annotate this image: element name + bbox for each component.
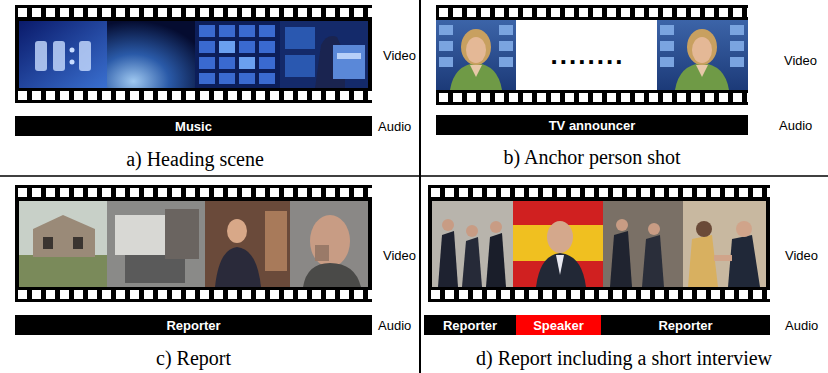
film-strip bbox=[15, 5, 372, 103]
track-source-text: Speaker bbox=[533, 318, 584, 333]
audio-track-bar: Speaker bbox=[516, 315, 601, 335]
track-source-text: Reporter bbox=[443, 318, 497, 333]
panel-caption: d) Report including a short interview bbox=[424, 347, 824, 370]
audio-track-bar: TV announcer bbox=[436, 115, 748, 135]
film-strip bbox=[15, 185, 372, 302]
track-label: Video bbox=[383, 48, 416, 63]
panel-caption: b) Anchor person shot bbox=[436, 146, 748, 169]
film-strip bbox=[428, 185, 770, 302]
film-strip bbox=[436, 5, 748, 105]
ellipsis-mark: ........ bbox=[520, 42, 655, 68]
track-label: Audio bbox=[785, 318, 818, 333]
divider-line bbox=[0, 175, 828, 177]
audio-track-bar: Music bbox=[15, 116, 372, 136]
audio-track-bar: Reporter bbox=[601, 315, 770, 335]
audio-track-bar: Reporter bbox=[15, 315, 372, 335]
audio-track-bar: Reporter bbox=[424, 315, 516, 335]
track-label: Audio bbox=[779, 118, 812, 133]
track-source-text: TV announcer bbox=[549, 118, 636, 133]
track-label: Audio bbox=[378, 318, 411, 333]
track-source-text: Music bbox=[175, 119, 212, 134]
panel-caption: c) Report bbox=[15, 347, 372, 370]
track-label: Audio bbox=[378, 119, 411, 134]
panel-caption: a) Heading scene bbox=[15, 148, 375, 171]
track-label: Video bbox=[784, 53, 817, 68]
track-source-text: Reporter bbox=[658, 318, 712, 333]
track-source-text: Reporter bbox=[166, 318, 220, 333]
divider-line bbox=[419, 0, 421, 373]
track-label: Video bbox=[383, 248, 416, 263]
track-label: Video bbox=[785, 248, 818, 263]
